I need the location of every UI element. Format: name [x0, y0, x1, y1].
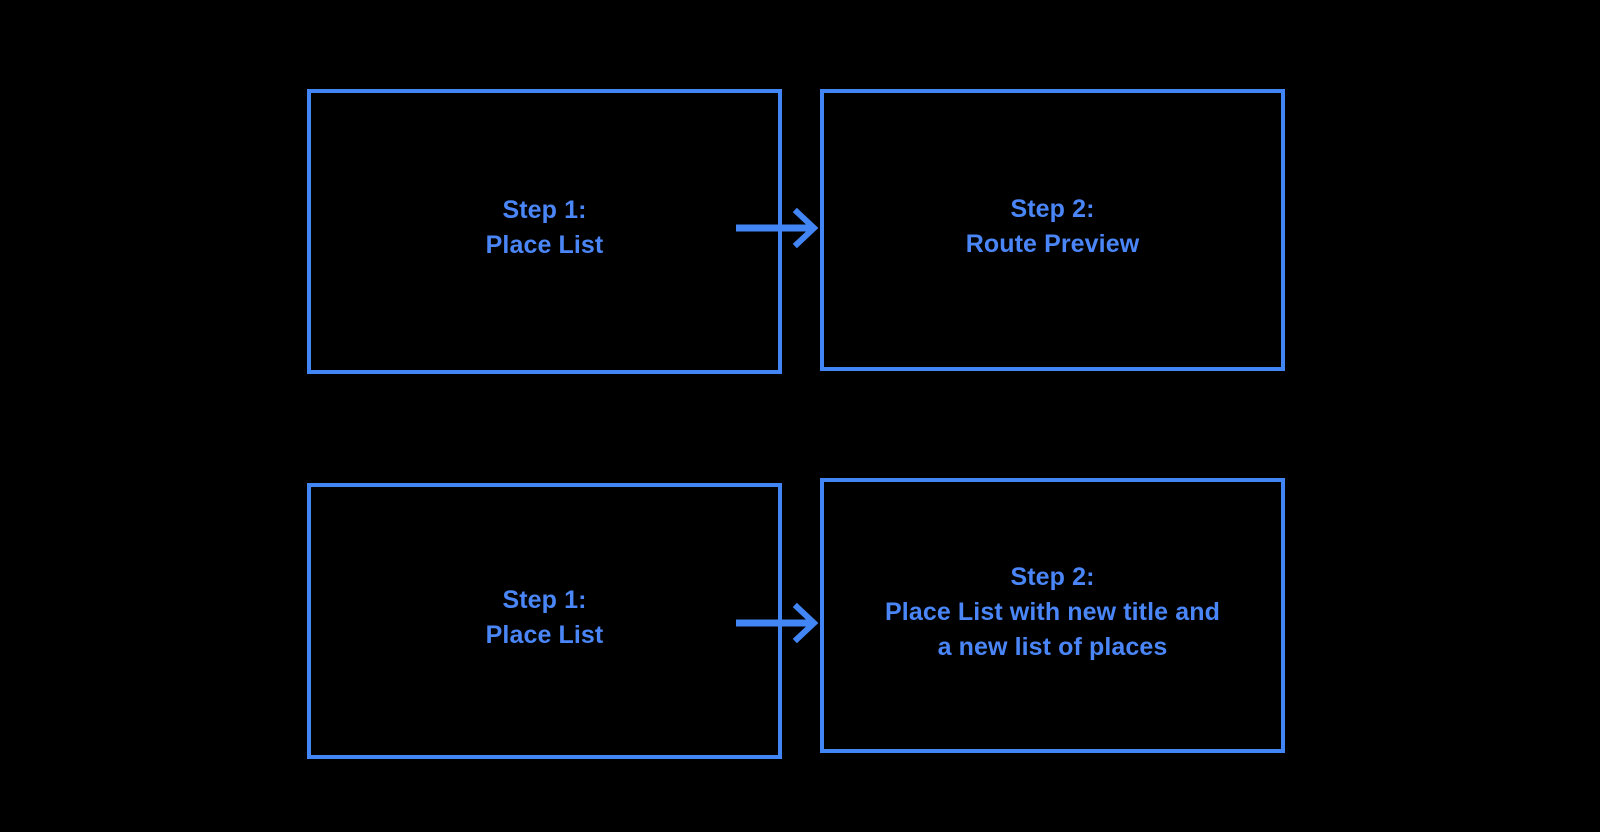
step-box-label: Step 1: Place List [485, 585, 604, 649]
flow-row-place-list-update: Step 1: Place List Step 2: Place List wi… [0, 478, 1600, 759]
step-box-label: Step 2: Place List with new title and a … [885, 562, 1220, 661]
step-box-step-2-place-list-updated[interactable]: Step 2: Place List with new title and a … [820, 478, 1285, 753]
arrow-right-icon [735, 206, 821, 250]
flow-row-route-preview: Step 1: Place List Step 2: Route Preview [0, 89, 1600, 374]
step-box-label: Step 2: Route Preview [965, 194, 1140, 258]
step-box-step-1-place-list[interactable]: Step 1: Place List [307, 89, 782, 374]
step-box-step-1-place-list-2[interactable]: Step 1: Place List [307, 483, 782, 759]
arrow-right-icon [735, 601, 821, 645]
step-box-label: Step 1: Place List [485, 196, 604, 259]
step-box-step-2-route-preview[interactable]: Step 2: Route Preview [820, 89, 1285, 371]
